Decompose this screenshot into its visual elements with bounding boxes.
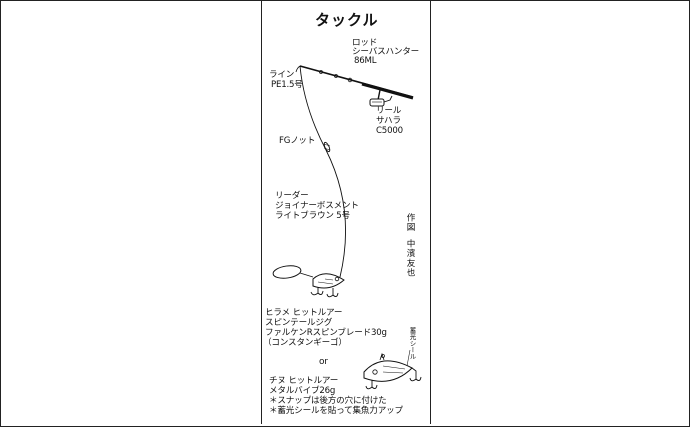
rod-label-line-2: シーバスハンター (352, 47, 420, 57)
reel-drawing (369, 89, 393, 107)
lure-a-line-3: ファルケンRスピンブレード30g (265, 328, 387, 338)
fg-knot-drawing (323, 141, 331, 153)
lure-b-line-3: ＊スナップは後方の穴に付けた (269, 396, 387, 406)
glow-seal-label: 蓄光シール (408, 327, 416, 360)
metal-vibe-drawing (363, 349, 422, 390)
lure-a-line-4: （コンスタンギーゴ） (263, 338, 347, 348)
or-separator: or (319, 357, 328, 367)
rod-drawing (295, 65, 414, 100)
reel-label-line-3: C5000 (376, 126, 403, 136)
tackle-diagram-panel (261, 1, 431, 424)
lure-b-line-1: チヌ ヒットルアー (269, 376, 339, 386)
rod-label-line-3: 86ML (354, 56, 377, 66)
leader-label-line-1: リーダー (275, 191, 309, 201)
diagram-title: タックル (315, 11, 379, 29)
lure-a-line-2: スピンテールジグ (265, 318, 333, 328)
credit-name: 中濱友也 (405, 239, 415, 278)
spin-tail-jig-drawing (272, 265, 345, 298)
rod-label-line-1: ロッド (352, 38, 378, 48)
credit-label: 作図 (405, 213, 415, 233)
lure-b-line-4: ＊蓄光シールを貼って集魚力アップ (269, 406, 403, 416)
fg-knot-label: FGノット (279, 136, 316, 146)
lure-a-line-1: ヒラメ ヒットルアー (265, 308, 343, 318)
line-label-line-1: ライン (269, 70, 295, 80)
reel-label-line-1: リール (376, 106, 402, 116)
leader-label-line-2: ジョイナーボスメント (275, 201, 359, 211)
main-line (299, 65, 327, 151)
reel-label-line-2: サハラ (376, 116, 401, 126)
lure-b-line-2: メタルバイブ26g (269, 386, 336, 396)
leader-line (325, 149, 347, 278)
line-label-line-2: PE1.5号 (271, 80, 303, 90)
leader-label-line-3: ライトブラウン 5号 (275, 211, 350, 221)
